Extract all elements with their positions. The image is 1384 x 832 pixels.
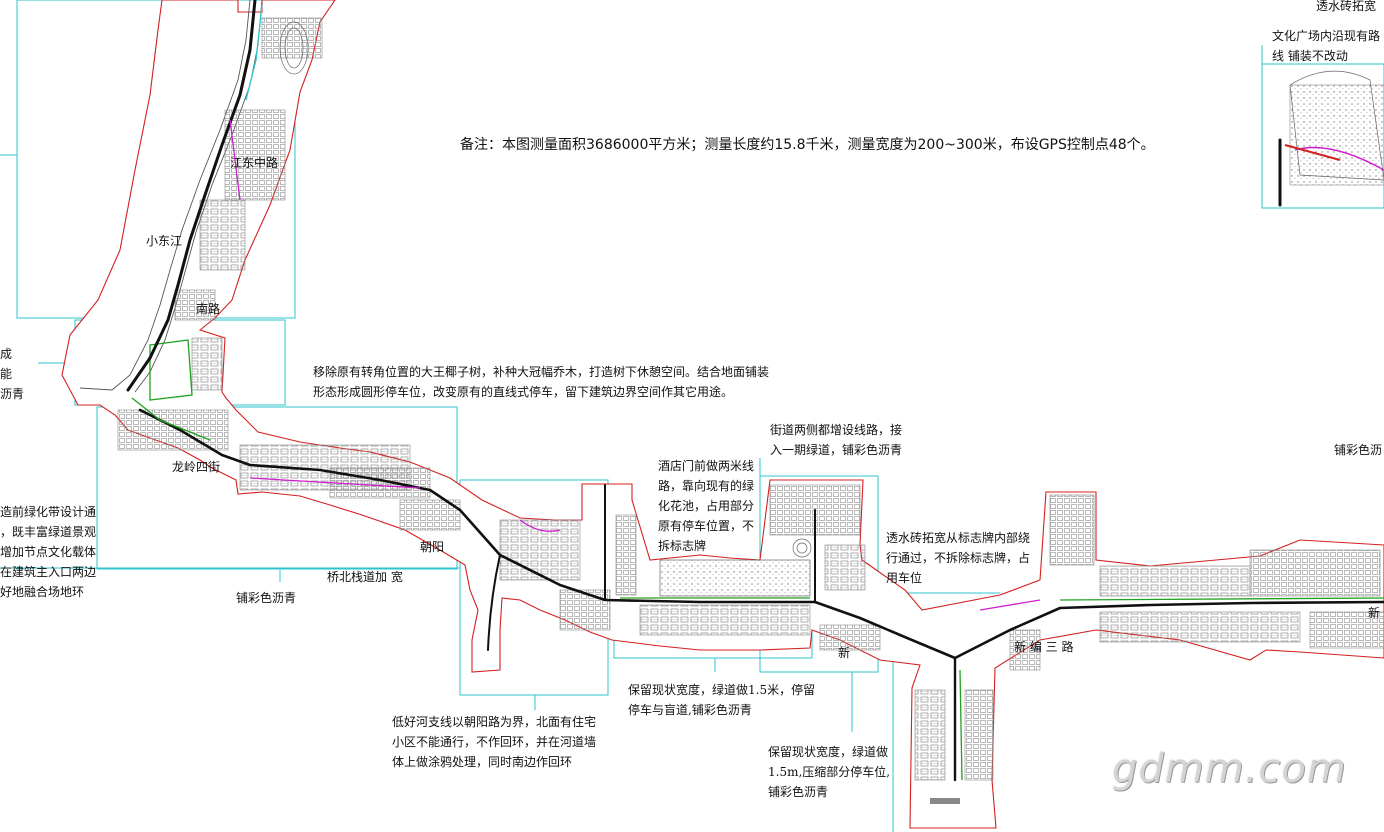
annotation-top-right-2: 文化广场内沿现有路 线 铺装不改动: [1272, 29, 1381, 63]
road-label-xin: 新: [838, 646, 851, 660]
annotation-hotel: 酒店门前做两米线 路，靠向现有的绿 化花池，占用部分 原有停车位置，不 拆标志牌: [658, 459, 755, 553]
annotation-brick: 透水砖拓宽从标志牌内部绕 行通过，不拆除标志牌，占 用车位: [886, 531, 1031, 585]
project-boundary: [61, 0, 1384, 829]
road-label-nan: 南路: [196, 302, 221, 316]
watermark: gdmm.com: [1112, 746, 1347, 792]
road-label-xinbian: 新 编 三 路: [1014, 640, 1074, 654]
annotation-keep-width-1: 保留现状宽度，绿道做1.5米，停留 停车与盲道,铺彩色沥青: [628, 683, 816, 717]
annotation-palm-tree: 移除原有转角位置的大王椰子树，补种大冠幅乔木，打造树下休憩空间。结合地面铺装 形…: [313, 365, 770, 399]
annotation-keep-width-2: 保留现状宽度，绿道做 1.5m,压缩部分停车位, 铺彩色沥青: [768, 745, 891, 799]
road-label-chaoyang: 朝阳: [420, 540, 445, 554]
greenway-route: [126, 0, 1384, 782]
parking-mark: [930, 798, 960, 804]
annotation-river: 低好河支线以朝阳路为界，北面有住宅 小区不能通行，不作回环，并在河道墙 体上做涂…: [392, 715, 597, 769]
map-remark: 备注：本图测量面积3686000平方米；测量长度约15.8千米，测量宽度为200…: [460, 137, 1155, 153]
annotation-bridge: 桥北栈道加 宽: [327, 570, 403, 584]
road-label-longling: 龙岭四街: [172, 460, 221, 474]
building-blocks: [117, 17, 1384, 781]
annotation-green-belt: 造前绿化带设计通 ，既丰富绿道景观 增加节点文化载体 在建筑主入口两边 好地融合…: [0, 505, 97, 599]
annotation-left-fragment: 成 能 沥青: [0, 347, 25, 401]
annotation-right-color: 铺彩色沥: [1334, 443, 1383, 457]
annotation-street: 街道两侧都增设线路，接 入一期绿道，铺彩色沥青: [770, 423, 903, 457]
road-label-right-edge: 新: [1368, 606, 1381, 620]
annotation-top-right-1: 透水砖拓宽: [1316, 0, 1377, 13]
accent-lines: [131, 4, 1384, 781]
park-area: [149, 21, 1384, 597]
road-label-xiaodongjiang: 小东江: [146, 234, 183, 248]
annotation-color-asphalt: 铺彩色沥青: [236, 591, 297, 605]
road-label-jiangdong: 江东中路: [230, 156, 279, 170]
